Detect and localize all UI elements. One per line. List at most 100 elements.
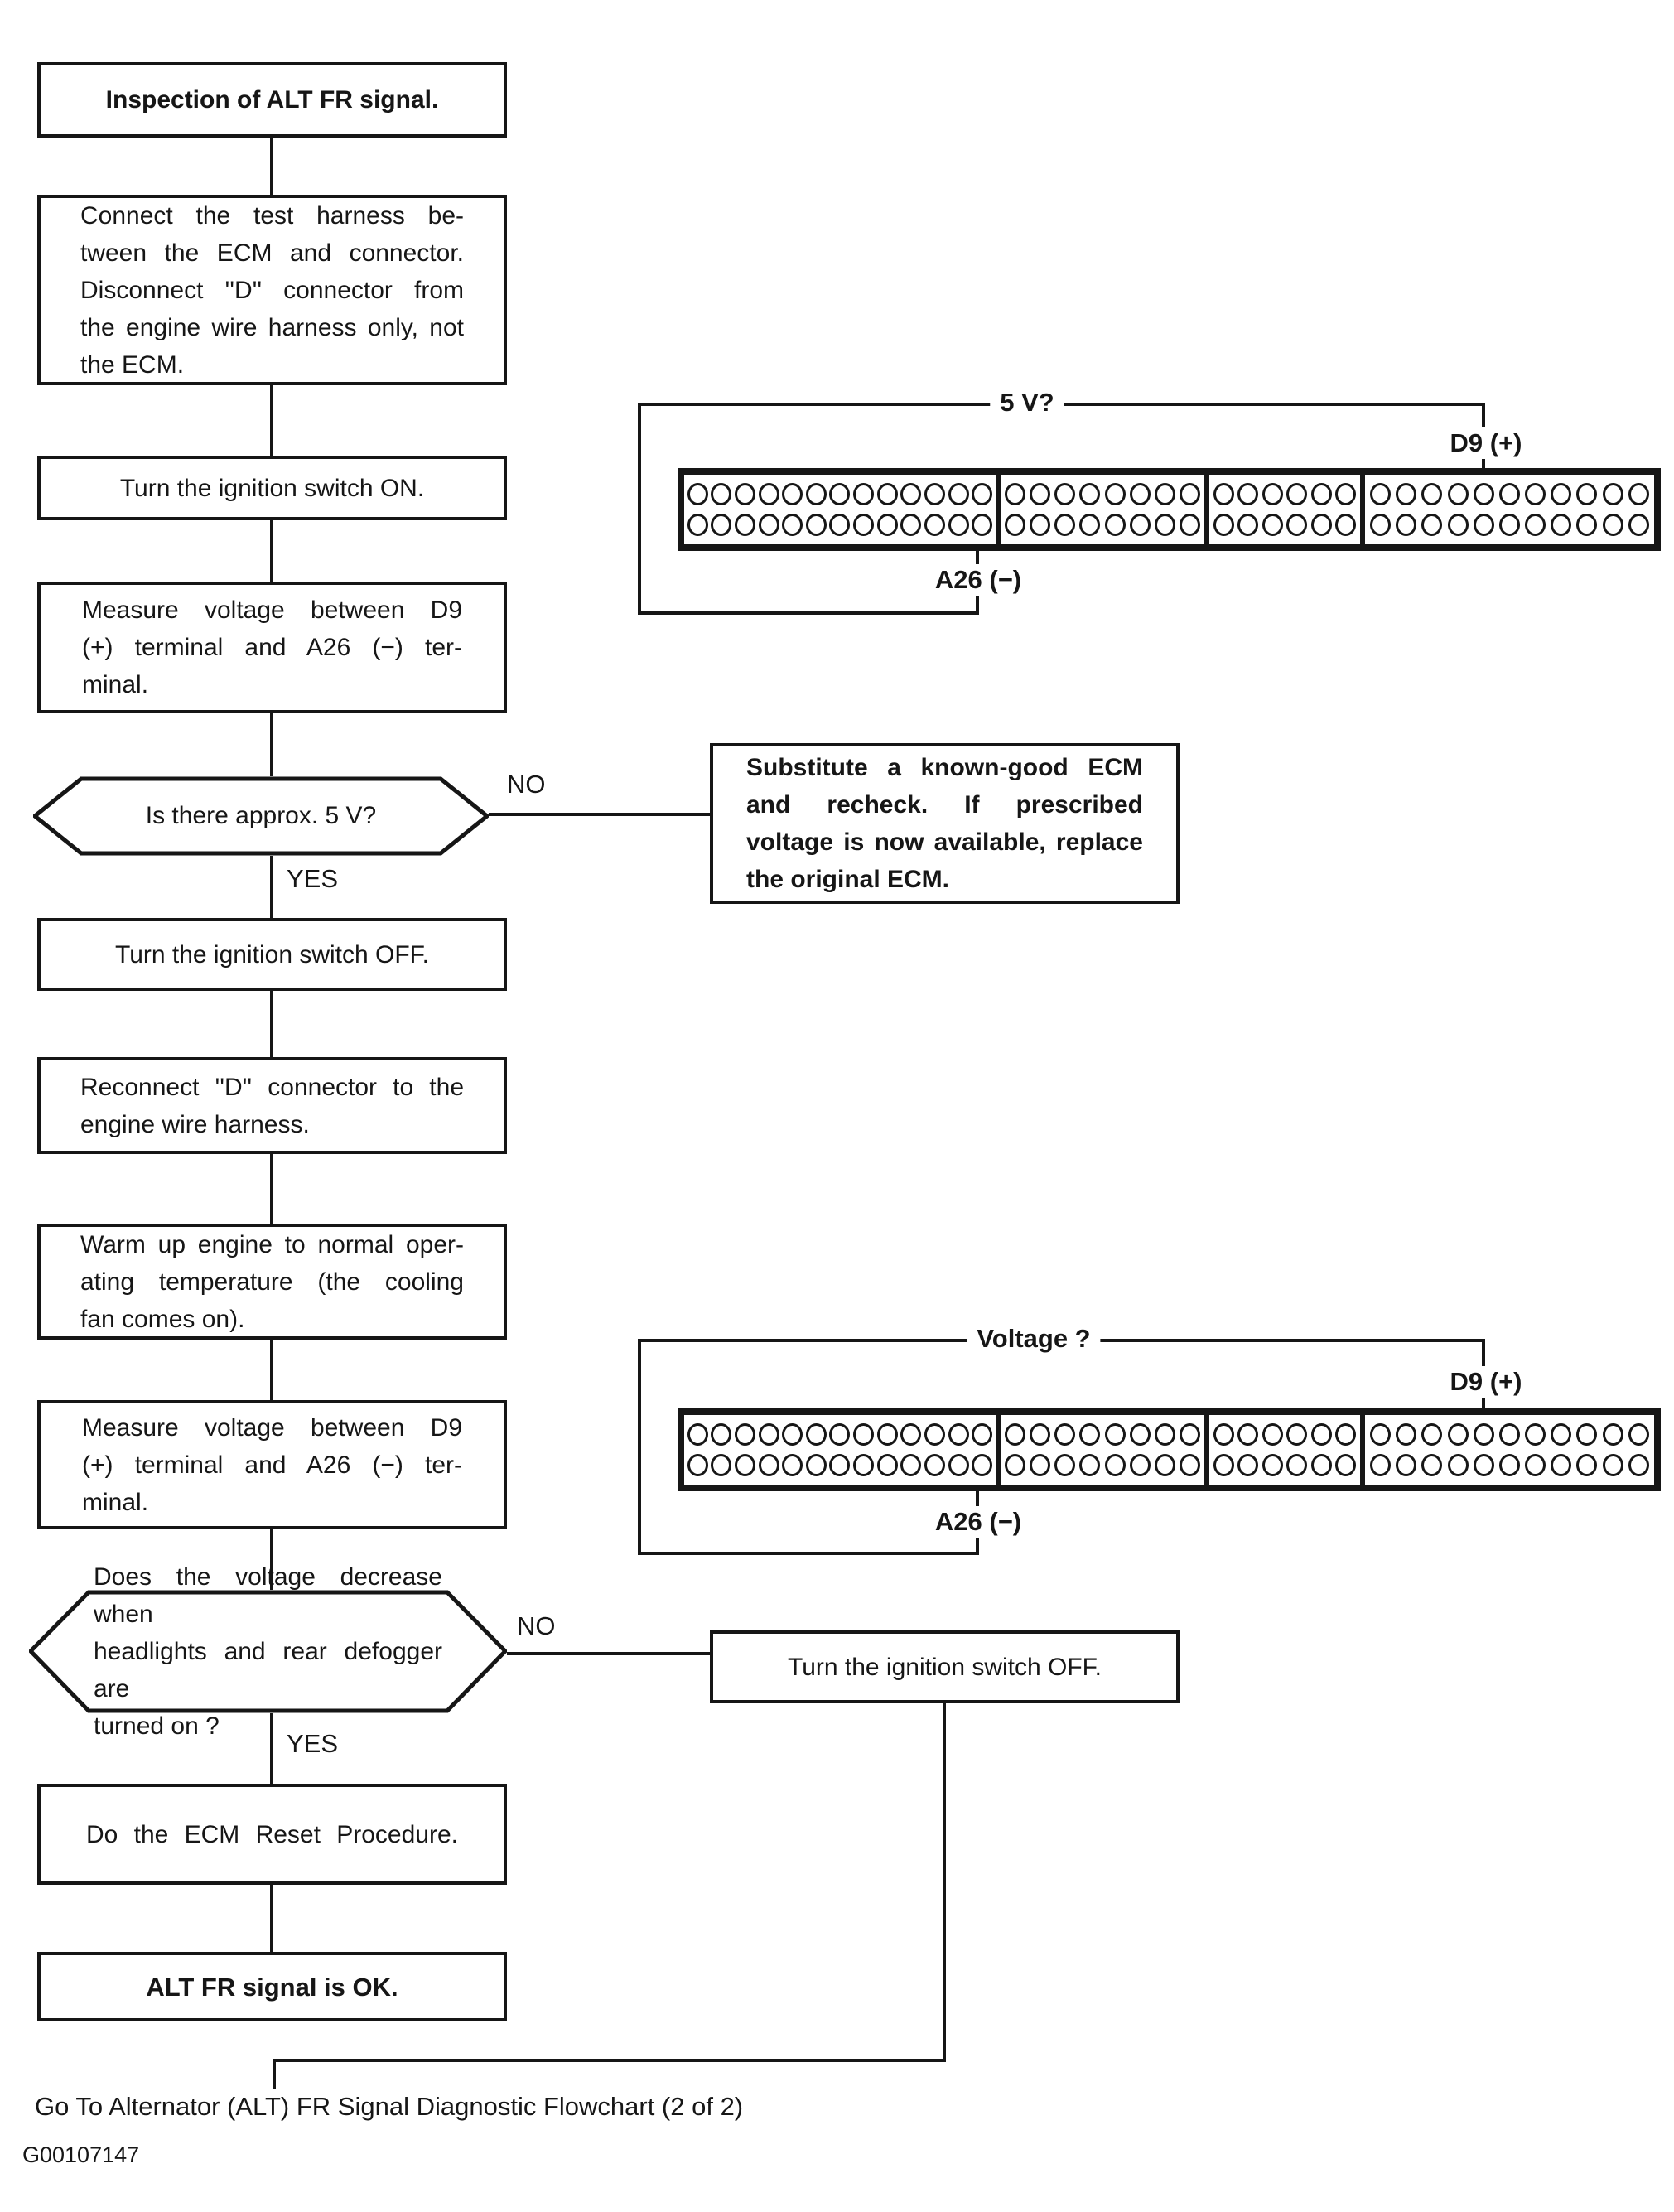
connector-pin	[972, 483, 993, 505]
connector-pin	[1447, 1454, 1469, 1476]
connector-pin	[1310, 514, 1332, 536]
connector-pin	[1213, 1423, 1234, 1446]
connector-pin	[1310, 1423, 1332, 1446]
connector-pin	[1262, 483, 1283, 505]
connector-pin	[782, 1423, 803, 1446]
flow-line-yes-branch-1	[270, 856, 273, 918]
node-connect-test-harness: Connect the test harness be-tween the EC…	[37, 195, 507, 385]
connector-pin	[1054, 1423, 1076, 1446]
text-line: (+) terminal and A26 (−) ter-	[82, 1451, 462, 1479]
node-ignition-off-2-label: Turn the ignition switch OFF.	[787, 1653, 1102, 1681]
connector-pin	[805, 1454, 827, 1476]
connector-pin	[1237, 483, 1259, 505]
connector-pin	[1030, 1423, 1051, 1446]
connector-pin	[711, 514, 732, 536]
connector-section	[1365, 1415, 1654, 1485]
text-line: Measure voltage between D9	[82, 1413, 462, 1442]
connector-pin	[924, 1454, 946, 1476]
connector-pin	[948, 1454, 969, 1476]
connector-pin	[1104, 1423, 1126, 1446]
flow-line	[270, 138, 273, 195]
connector-pin-row	[1365, 1454, 1654, 1476]
connector-pin	[1525, 483, 1546, 505]
flow-line-return-horizontal	[273, 2059, 946, 2062]
flow-line-return-vertical	[943, 1703, 946, 2062]
connector-pin	[687, 1454, 708, 1476]
ecm-connector-diagram-1	[678, 468, 1661, 551]
connector-pin-row	[684, 483, 996, 505]
connector-pin	[1370, 514, 1392, 536]
terminal-label-a26-2: A26 (−)	[924, 1506, 1032, 1538]
connector-pin	[1421, 1423, 1443, 1446]
text-line: the original ECM.	[746, 866, 950, 893]
connector-pin	[1310, 1454, 1332, 1476]
connector-pin	[1005, 483, 1026, 505]
connector-pin	[1525, 514, 1546, 536]
node-measure-voltage-2: Measure voltage between D9 (+) terminal a…	[37, 1400, 507, 1529]
connector-pin	[1447, 483, 1469, 505]
connector-pin-row	[1001, 514, 1204, 536]
connector-section	[1001, 1415, 1209, 1485]
text-line: Connect the test harness be-	[80, 201, 464, 229]
branch-label-no-1: NO	[507, 770, 546, 799]
text-line: Warm up engine to normal oper-	[80, 1230, 464, 1258]
text-line: tween the ECM and connector.	[80, 239, 464, 267]
connector-pin	[1576, 1454, 1598, 1476]
connector-pin	[758, 483, 779, 505]
connector-pin-row	[684, 1423, 996, 1446]
connector-pin	[829, 1454, 851, 1476]
connector-pin	[1498, 483, 1520, 505]
connector-pin	[1551, 1423, 1572, 1446]
node-warm-up-label: Warm up engine to normal oper-ating temp…	[80, 1226, 464, 1338]
node-measure-2-label: Measure voltage between D9 (+) terminal a…	[82, 1409, 462, 1521]
connector-pin	[1262, 1423, 1283, 1446]
node-measure-1-label: Measure voltage between D9(+) terminal a…	[82, 592, 462, 703]
figure-id: G00107147	[22, 2142, 140, 2167]
connector-pin	[1498, 1454, 1520, 1476]
footer-caption: Go To Alternator (ALT) FR Signal Diagnos…	[35, 2092, 744, 2121]
connector-pin	[1498, 1423, 1520, 1446]
text-line: turned on ?	[94, 1712, 220, 1740]
hexagon-shape	[29, 1590, 507, 1713]
connector-pin	[1335, 1454, 1357, 1476]
connector-pin-row	[1209, 1423, 1360, 1446]
connector-pin	[1576, 514, 1598, 536]
text-line: the ECM.	[80, 350, 185, 379]
connector-pin	[1129, 1454, 1151, 1476]
connector-pin	[948, 514, 969, 536]
connector-pin	[1628, 483, 1649, 505]
connector-pin	[805, 483, 827, 505]
connector-pin-row	[1209, 1454, 1360, 1476]
connector-pin-row	[1365, 514, 1654, 536]
connector-pin	[948, 483, 969, 505]
connector-pin	[1262, 1454, 1283, 1476]
node-ignition-off-label: Turn the ignition switch OFF.	[114, 940, 430, 968]
connector-pin	[1370, 1454, 1392, 1476]
connector-pin	[687, 483, 708, 505]
connector-pin	[876, 514, 898, 536]
connector-pin	[1396, 1454, 1417, 1476]
connector-pin	[1030, 1454, 1051, 1476]
node-warm-up-engine: Warm up engine to normal oper-ating temp…	[37, 1224, 507, 1340]
connector-pin	[1005, 1454, 1026, 1476]
connector-pin	[1628, 1423, 1649, 1446]
connector-pin	[900, 483, 922, 505]
flow-line-no-branch-1	[489, 813, 710, 816]
ecm-connector-diagram-2	[678, 1408, 1661, 1491]
flow-line	[270, 1154, 273, 1224]
connector-pin	[1498, 514, 1520, 536]
connector-pin	[1154, 1454, 1175, 1476]
node-title-label: Inspection of ALT FR signal.	[105, 86, 439, 113]
connector-pin	[1396, 483, 1417, 505]
connector-pin-row	[1365, 1423, 1654, 1446]
connector-pin	[1602, 514, 1623, 536]
connector-pin	[1237, 1423, 1259, 1446]
connector-pin	[1551, 1454, 1572, 1476]
connector-pin	[1602, 483, 1623, 505]
connector-pin	[1213, 514, 1234, 536]
connector-pin	[1154, 483, 1175, 505]
connector-section	[1001, 475, 1209, 544]
connector-pin	[1525, 1423, 1546, 1446]
